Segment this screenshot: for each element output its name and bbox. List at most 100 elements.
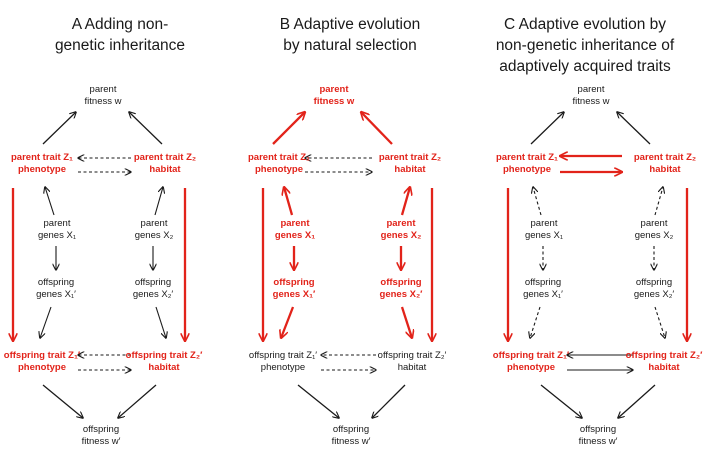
panel-a-arrows xyxy=(13,112,185,418)
a-parent-fitness-l2: fitness w xyxy=(84,96,122,107)
a-og2-l2: genes X₂′ xyxy=(132,289,174,300)
a-x1-to-z1-arrow xyxy=(45,187,55,216)
a-pt2-l2: habitat xyxy=(149,164,181,175)
c-offspring-fitness: offspring fitness w′ xyxy=(579,424,618,448)
panel-b-arrows xyxy=(263,112,432,418)
b-og1-l1: offspring xyxy=(273,277,315,288)
panel-c-title: C Adaptive evolution by non-genetic inhe… xyxy=(470,14,700,77)
b-pg2-l1: parent xyxy=(386,218,416,229)
a-offspring-trait-z2: offspring trait Z₂′ habitat xyxy=(126,350,203,374)
c-z2-to-fitness-arrow xyxy=(617,112,651,145)
a-ot1-l1: offspring trait Z₁′ xyxy=(3,350,81,361)
b-offspring-trait-z2: offspring trait Z₂′ habitat xyxy=(378,350,447,374)
b-z2-to-fitness-arrow xyxy=(361,112,393,145)
c-og1-l1: offspring xyxy=(524,277,562,288)
c-off-fit-l1: offspring xyxy=(579,424,617,435)
panel-b-title-line1: B Adaptive evolution xyxy=(279,16,421,33)
c-pg1-l2: genes X₁ xyxy=(524,230,564,241)
c-parent-trait-z2: parent trait Z₂ habitat xyxy=(634,152,696,176)
a-x2p-to-z2p-arrow xyxy=(155,306,166,338)
b-pg1-l2: genes X₁ xyxy=(274,230,316,241)
c-parent-fitness: parent fitness w xyxy=(573,84,610,108)
b-off-fit-l2: fitness w′ xyxy=(331,436,371,447)
a-ot1-l2: phenotype xyxy=(17,362,67,373)
b-og2-l2: genes X₂′ xyxy=(379,289,423,300)
c-x1-to-z1-arrow xyxy=(533,187,542,216)
panel-a-title-line2: genetic inheritance xyxy=(54,37,186,54)
c-parent-genes-x1: parent genes X₁ xyxy=(525,218,563,242)
c-og2-l2: genes X₂′ xyxy=(633,289,675,300)
panel-c-title-line1: C Adaptive evolution by xyxy=(504,16,666,33)
b-off-fit-l1: offspring xyxy=(332,424,370,435)
c-ot2-l1: offspring trait Z₂′ xyxy=(625,350,703,361)
b-pt1-l1: parent trait Z₁ xyxy=(248,152,310,163)
b-offspring-trait-z1: offspring trait Z₁′ phenotype xyxy=(249,350,317,374)
a-x1p-to-z1p-arrow xyxy=(40,306,52,338)
b-og2-l1: offspring xyxy=(380,277,422,288)
c-z2p-to-offfit-arrow xyxy=(618,384,656,418)
c-off-fit-l2: fitness w′ xyxy=(578,436,618,447)
panel-b-title: B Adaptive evolution by natural selectio… xyxy=(250,14,450,56)
a-pg1-l2: genes X₁ xyxy=(37,230,77,241)
c-x1p-to-z1p-arrow xyxy=(530,306,541,338)
c-offspring-trait-z1: offspring trait Z₁′ phenotype xyxy=(493,350,569,374)
c-offspring-trait-z2: offspring trait Z₂′ habitat xyxy=(626,350,703,374)
a-og1-l2: genes X₁′ xyxy=(36,289,76,300)
b-ot2-l2: habitat xyxy=(397,362,427,373)
c-parent-trait-z1: parent trait Z₁ phenotype xyxy=(496,152,558,176)
b-pt1-l2: phenotype xyxy=(254,164,304,175)
b-og1-l2: genes X₁′ xyxy=(272,289,316,300)
c-pt2-l1: parent trait Z₂ xyxy=(633,152,697,163)
b-pt2-l1: parent trait Z₂ xyxy=(378,152,442,163)
b-pt2-l2: habitat xyxy=(394,164,426,175)
a-off-fit-l2: fitness w′ xyxy=(81,436,121,447)
a-x2-to-z2-arrow xyxy=(154,187,163,216)
panel-b-title-line2: by natural selection xyxy=(283,37,417,54)
a-parent-trait-z1: parent trait Z₁ phenotype xyxy=(11,152,73,176)
b-x2p-to-z2p-arrow xyxy=(400,306,412,338)
b-x2-to-z2-arrow xyxy=(400,187,410,216)
panel-c-title-line2: non-genetic inheritance of xyxy=(495,37,675,54)
a-ot2-l2: habitat xyxy=(148,362,180,373)
c-ot2-l2: habitat xyxy=(648,362,680,373)
b-parent-genes-x1: parent genes X₁ xyxy=(275,218,315,242)
c-og2-l1: offspring xyxy=(635,277,673,288)
c-ot1-l2: phenotype xyxy=(506,362,556,373)
c-ot1-l1: offspring trait Z₁′ xyxy=(492,350,570,361)
c-pt1-l1: parent trait Z₁ xyxy=(496,152,558,163)
panel-a-title: A Adding non- genetic inheritance xyxy=(20,14,220,56)
b-x1-to-z1-arrow xyxy=(284,187,294,216)
panel-c-title-line3: adaptively acquired traits xyxy=(499,58,671,75)
a-parent-fitness: parent fitness w xyxy=(85,84,122,108)
b-x1p-to-z1p-arrow xyxy=(281,306,295,338)
c-offspring-genes-x2: offspring genes X₂′ xyxy=(634,277,674,301)
c-parent-genes-x2: parent genes X₂ xyxy=(635,218,674,242)
a-z2p-to-offfit-arrow xyxy=(118,384,157,418)
b-ot2-l1: offspring trait Z₂′ xyxy=(377,350,447,361)
panel-c-arrows xyxy=(508,112,687,418)
a-offspring-trait-z1: offspring trait Z₁′ phenotype xyxy=(4,350,80,374)
a-pt2-l1: parent trait Z₂ xyxy=(133,152,197,163)
b-ot1-l2: phenotype xyxy=(260,362,306,373)
a-offspring-genes-x2: offspring genes X₂′ xyxy=(133,277,173,301)
b-offspring-genes-x2: offspring genes X₂′ xyxy=(380,277,423,301)
panel-a-title-line1: A Adding non- xyxy=(71,16,169,33)
a-pt1-l1: parent trait Z₁ xyxy=(11,152,73,163)
a-pg2-l2: genes X₂ xyxy=(134,230,174,241)
a-parent-fitness-l1: parent xyxy=(89,84,117,95)
a-offspring-genes-x1: offspring genes X₁′ xyxy=(36,277,76,301)
c-pg2-l2: genes X₂ xyxy=(634,230,674,241)
b-offspring-genes-x1: offspring genes X₁′ xyxy=(273,277,316,301)
b-ot1-l1: offspring trait Z₁′ xyxy=(248,350,318,361)
c-x2-to-z2-arrow xyxy=(654,187,663,216)
b-z1p-to-offfit-arrow xyxy=(297,384,339,418)
a-parent-genes-x1: parent genes X₁ xyxy=(38,218,76,242)
a-pg1-l1: parent xyxy=(43,218,71,229)
b-offspring-fitness: offspring fitness w′ xyxy=(332,424,371,448)
a-pg2-l1: parent xyxy=(140,218,168,229)
c-parent-fitness-l2: fitness w xyxy=(572,96,610,107)
b-pg2-l2: genes X₂ xyxy=(380,230,422,241)
a-z1p-to-offfit-arrow xyxy=(42,384,83,418)
